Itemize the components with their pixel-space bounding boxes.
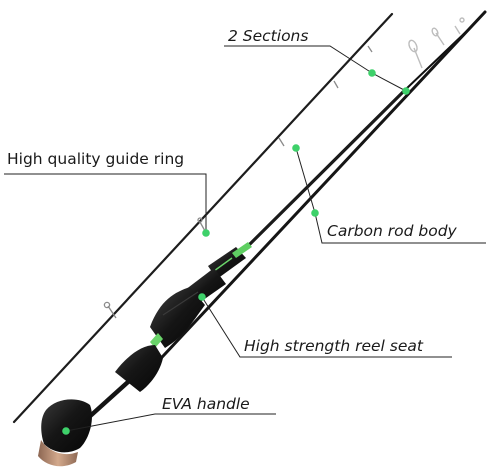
marker-sections-left [368,69,376,77]
label-guide-ring: High quality guide ring [7,150,185,168]
label-eva-handle: EVA handle [162,395,250,413]
eva-handle [38,345,163,467]
tip-section [244,17,471,250]
marker-handle [62,427,70,435]
leader-lines [4,45,486,432]
tip-guides [408,17,465,69]
butt-guides [103,45,373,319]
reel-seat [150,242,252,348]
butt-section [12,10,487,424]
callout-markers [62,69,410,435]
label-rod-body: Carbon rod body [327,222,457,240]
label-reel-seat: High strength reel seat [244,337,423,355]
marker-guide-ring [202,229,210,237]
marker-reel-seat [198,293,206,301]
marker-sections-right [402,87,410,95]
label-two-sections: 2 Sections [228,27,309,45]
marker-rod-body-top [292,144,300,152]
marker-rod-body-bottom [311,209,319,217]
